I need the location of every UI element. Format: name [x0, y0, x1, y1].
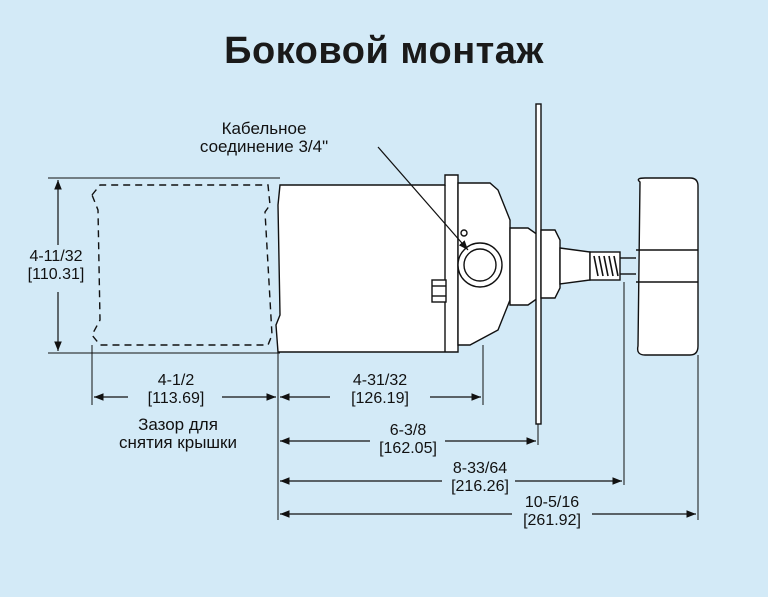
overall-label: 10-5/16 [261.92] — [512, 494, 592, 530]
clearance-note-line-1: Зазор для — [138, 415, 218, 434]
coupling — [540, 229, 561, 299]
to-paddle-mm: [216.26] — [451, 478, 509, 495]
conduit-port-inner — [463, 248, 497, 282]
diagram-title: Боковой монтаж — [224, 30, 544, 72]
housing-mm: [126.19] — [351, 390, 409, 407]
spring-coil — [593, 255, 619, 277]
to-flange-inch: 6-3/8 — [389, 422, 427, 439]
callout-leader — [377, 146, 469, 251]
screw-mark — [460, 229, 468, 237]
overall-inch: 10-5/16 — [524, 494, 580, 511]
callout-line-1: Кабельное — [221, 119, 307, 138]
housing-inch: 4-31/32 — [352, 372, 408, 389]
mounting-neck — [509, 227, 539, 306]
callout-line-2: соединение 3/4" — [199, 137, 329, 156]
height-inch: 4-11/32 — [29, 248, 83, 265]
height-mm: [110.31] — [27, 266, 85, 283]
mounting-flange — [535, 103, 542, 425]
shaft-fitting — [559, 247, 591, 285]
cover-clearance-outline — [91, 184, 273, 346]
height-label: 4-11/32 [110.31] — [20, 248, 92, 284]
to-flange-label: 6-3/8 [162.05] — [370, 422, 446, 458]
to-paddle-inch: 8-33/64 — [452, 460, 508, 477]
housing-label: 4-31/32 [126.19] — [334, 372, 426, 408]
overall-mm: [261.92] — [523, 512, 581, 529]
to-paddle-label: 8-33/64 [216.26] — [442, 460, 518, 496]
spring-housing — [589, 251, 621, 281]
clearance-note: Зазор для снятия крышки — [100, 416, 256, 452]
clearance-label: 4-1/2 [113.69] — [132, 372, 220, 408]
clearance-inch: 4-1/2 — [157, 372, 195, 389]
to-flange-mm: [162.05] — [379, 440, 437, 457]
enclosure-body — [275, 174, 459, 353]
paddle — [636, 177, 699, 356]
clearance-mm: [113.69] — [147, 390, 205, 407]
cable-entry-callout: Кабельное соединение 3/4" — [196, 120, 332, 156]
clearance-note-line-2: снятия крышки — [119, 433, 237, 452]
side-bolt — [431, 279, 447, 303]
